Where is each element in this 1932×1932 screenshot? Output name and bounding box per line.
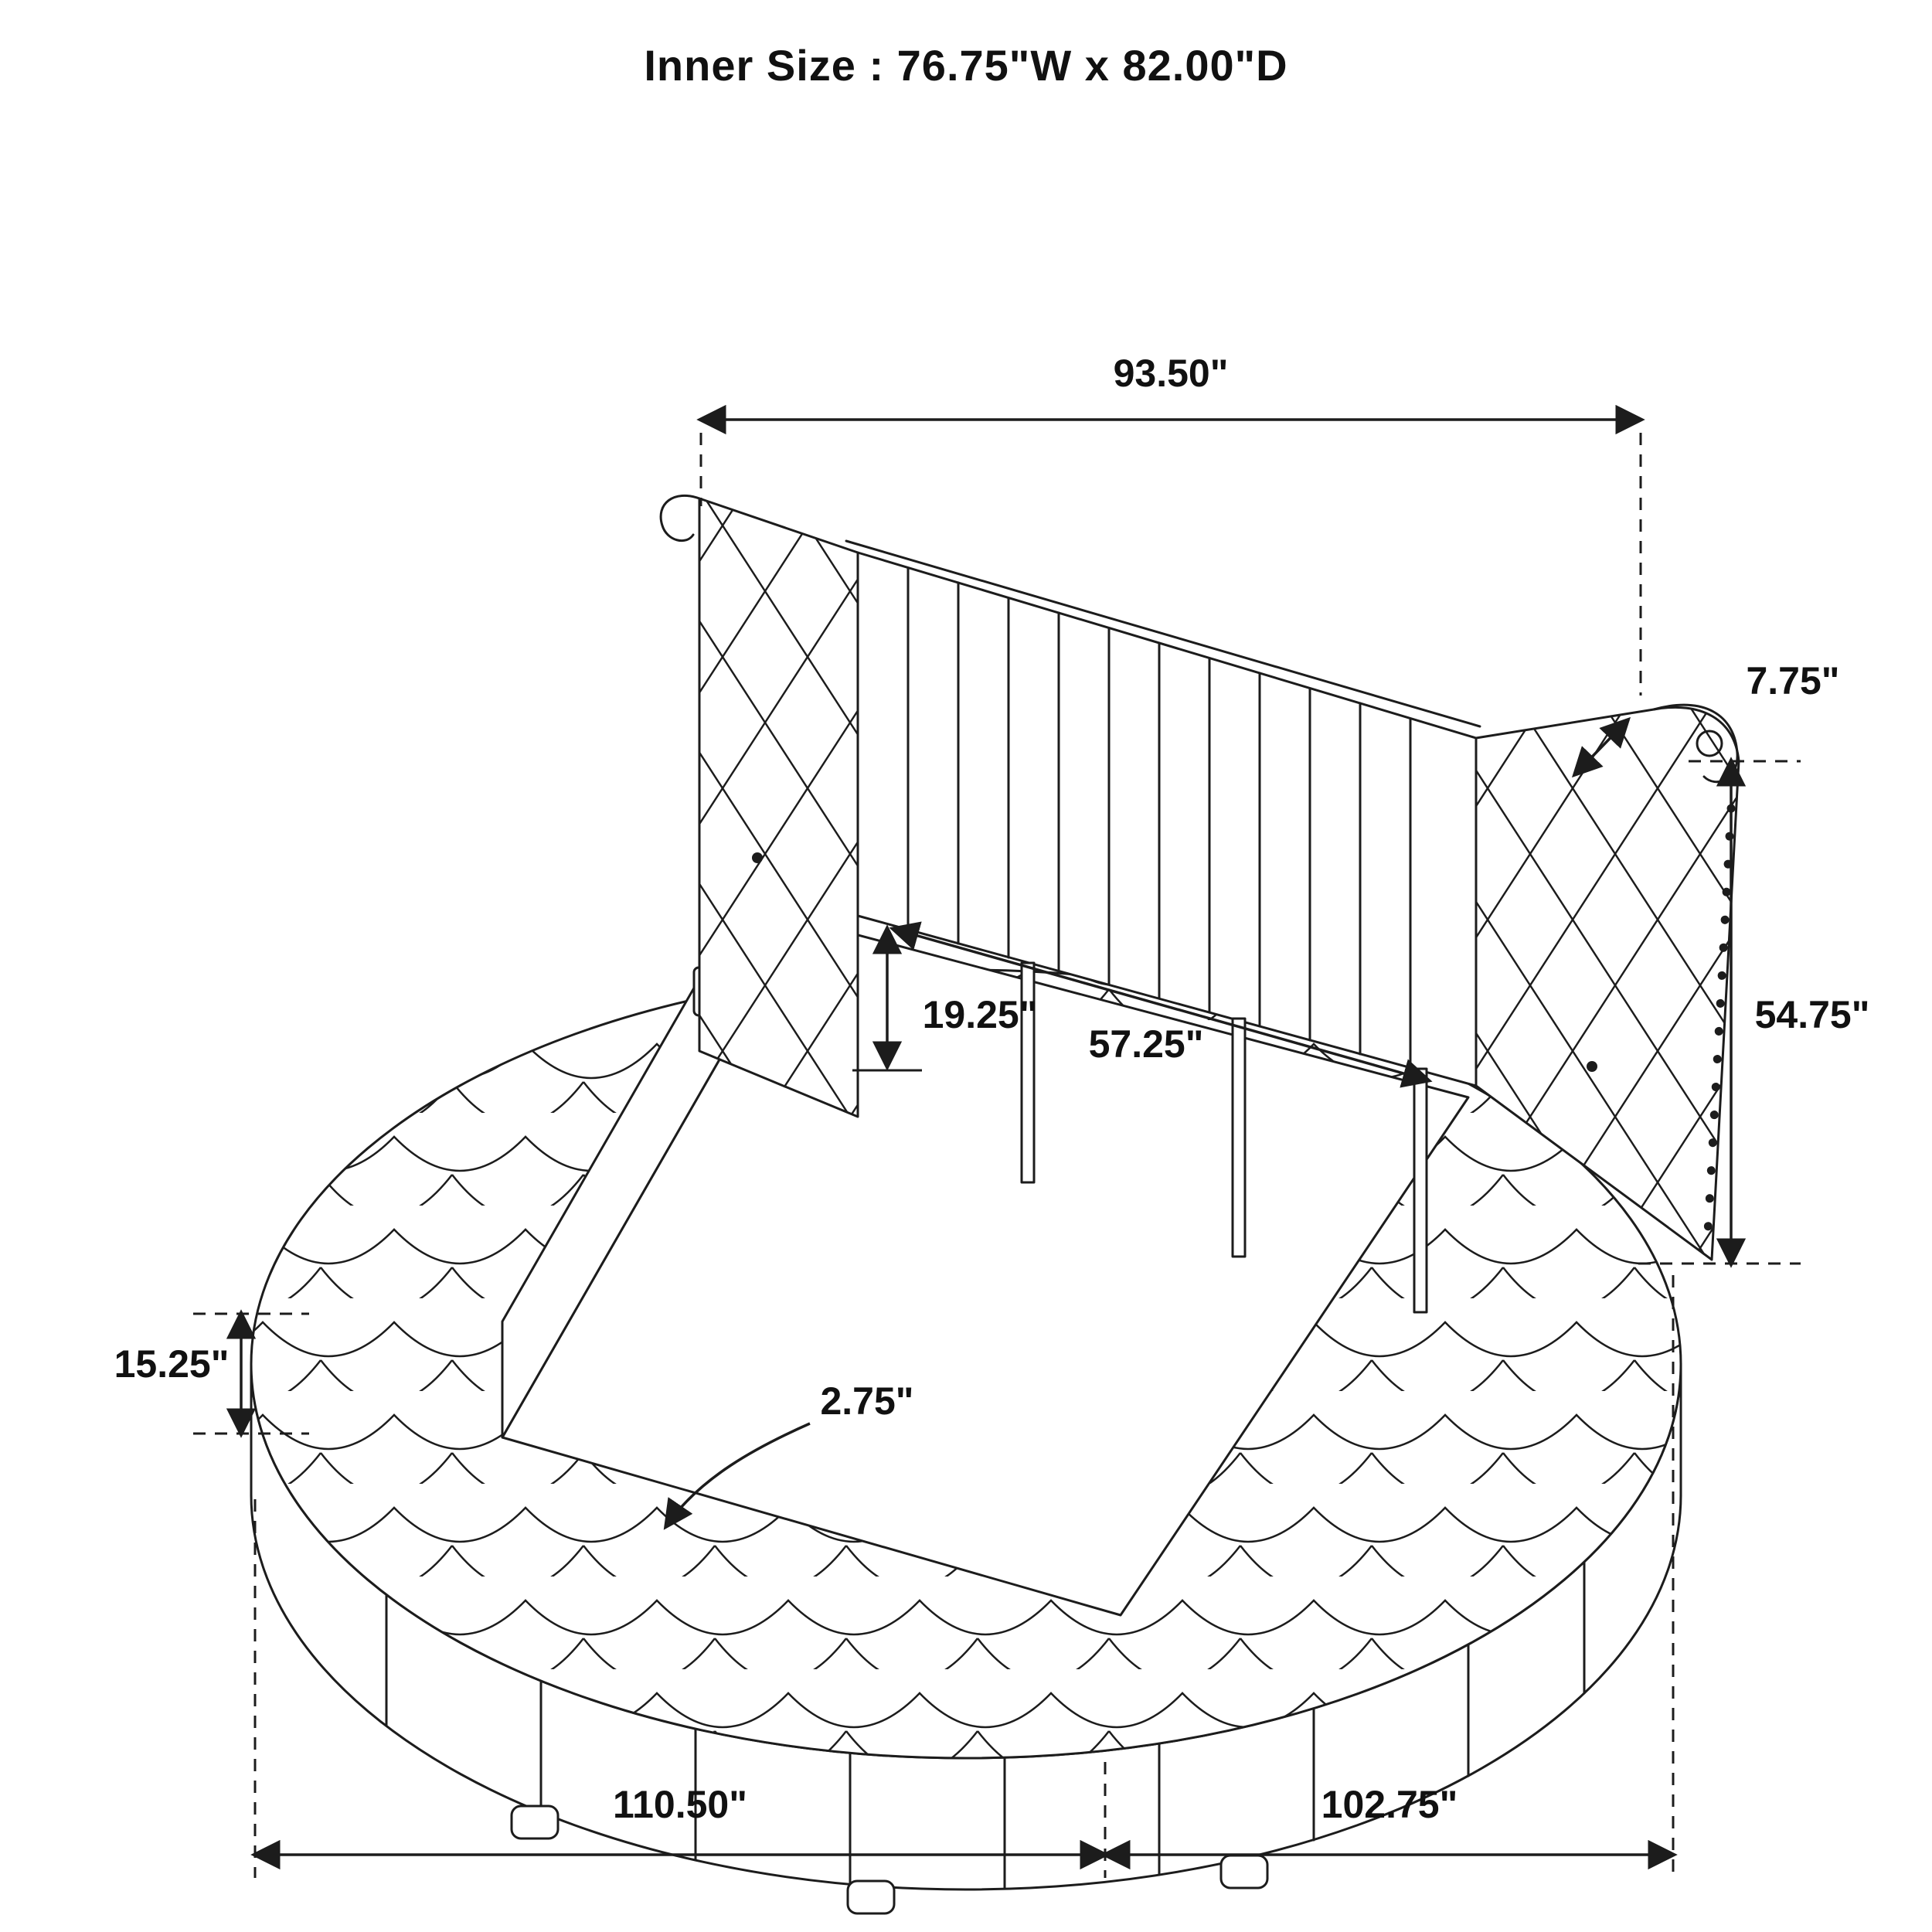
left-wing-button: [752, 852, 763, 863]
bed-foot: [846, 1879, 896, 1915]
dimension-arrow: [1571, 716, 1631, 778]
headboard-left-wing: [698, 497, 859, 1118]
dim-inner-headboard-width: 57.25": [889, 921, 1433, 1088]
headboard-strut: [1231, 1017, 1247, 1258]
dim-wing-thickness: 7.75": [1571, 659, 1840, 778]
left-wing-scroll-icon: [659, 494, 701, 543]
dimension-label: 15.25": [114, 1342, 230, 1386]
dim-base-height: 15.25": [114, 1309, 309, 1438]
dimension-label: 110.50": [613, 1783, 747, 1826]
dim-headboard-width: 93.50": [696, 352, 1645, 696]
headboard-strut: [1413, 1067, 1428, 1314]
dimension-label: 7.75": [1746, 659, 1839, 702]
dim-headboard-height: 54.75": [1638, 757, 1870, 1268]
dim-rim-thickness: 2.75": [663, 1379, 914, 1530]
dimension-label: 57.25": [1089, 1022, 1204, 1066]
diagram-title: Inner Size : 76.75"W x 82.00"D: [644, 41, 1288, 90]
round-base: [250, 802, 1682, 1915]
dimension-annotations: 93.50" 7.75" 54.75" 19.25" 57.25": [114, 352, 1870, 1878]
right-wing-button: [1587, 1061, 1597, 1072]
dimension-arrow: [889, 921, 1433, 1088]
nailhead-trim: [1702, 776, 1737, 1250]
center-panel-roll-edge: [845, 539, 1481, 728]
right-wing-scroll-center-icon: [1696, 730, 1723, 757]
bed-foot: [510, 1804, 560, 1840]
dimension-label: 93.50": [1114, 352, 1229, 395]
base-wall-seams: [385, 1560, 1586, 1890]
dimension-label: 2.75": [820, 1379, 913, 1423]
leader-arrow: [663, 1422, 811, 1530]
dim-overall-depth: 102.75": [1100, 1275, 1678, 1878]
dimension-label: 19.25": [923, 993, 1038, 1036]
channel-tufting: [906, 566, 1412, 1070]
bed-foot: [1219, 1854, 1269, 1889]
dimension-label: 102.75": [1321, 1783, 1458, 1826]
dimension-label: 54.75": [1755, 993, 1870, 1036]
